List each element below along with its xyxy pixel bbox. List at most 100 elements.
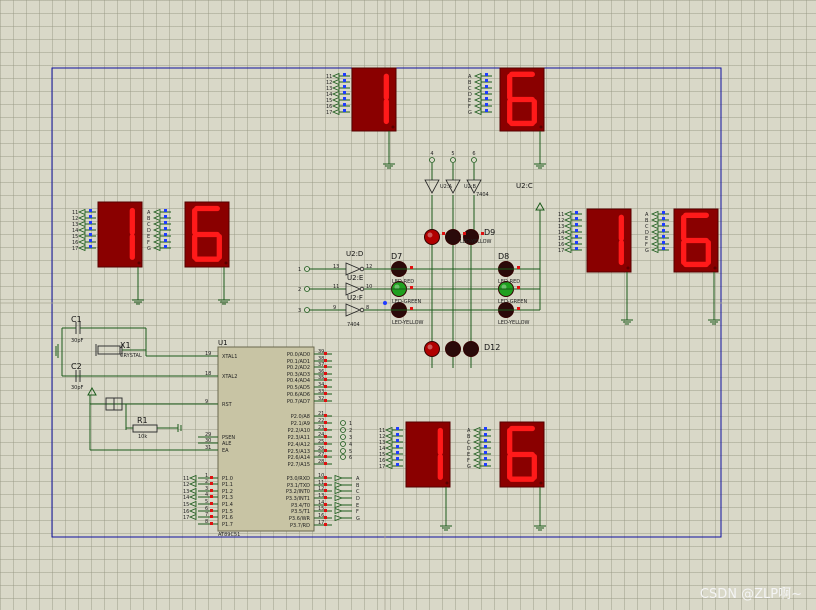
display-left-units-pins-terminal[interactable] xyxy=(152,208,161,216)
display-left-units-pins-terminal[interactable] xyxy=(152,226,161,234)
inverter-terminal[interactable] xyxy=(304,307,310,313)
top-terminal[interactable] xyxy=(429,157,435,163)
display-top-tens-pins-terminal[interactable] xyxy=(331,96,340,104)
led-d9-yellow[interactable] xyxy=(463,229,479,245)
led-d9-red[interactable] xyxy=(424,229,440,245)
p2-terminal[interactable] xyxy=(340,454,346,460)
p1-terminal[interactable] xyxy=(188,480,197,488)
display-top-units-pins-terminal[interactable] xyxy=(473,96,482,104)
display-top-tens-pins-terminal[interactable] xyxy=(331,102,340,110)
display-left-units-pins-terminal[interactable] xyxy=(152,214,161,222)
display-right-units-pins-terminal[interactable] xyxy=(650,246,659,254)
display-bottom-tens-pins-terminal[interactable] xyxy=(384,432,393,440)
display-right-units-pins-terminal[interactable] xyxy=(650,210,659,218)
display-bottom-tens-pins-terminal[interactable] xyxy=(384,450,393,458)
display-bottom-tens-pins-terminal[interactable] xyxy=(384,426,393,434)
display-left-tens-pins-terminal[interactable] xyxy=(77,226,86,234)
display-bottom-tens-pins-terminal[interactable] xyxy=(384,438,393,446)
display-top-units-pins-terminal[interactable] xyxy=(473,72,482,80)
display-bottom-units-pins-terminal[interactable] xyxy=(472,456,481,464)
display-left-tens-pins-terminal[interactable] xyxy=(77,220,86,228)
led-d12-yellow[interactable] xyxy=(463,341,479,357)
display-bottom-units-pins-terminal[interactable] xyxy=(472,450,481,458)
display-left-tens-pins-terminal[interactable] xyxy=(77,208,86,216)
p1-terminal[interactable] xyxy=(188,474,197,482)
display-left-tens-pins-terminal[interactable] xyxy=(77,238,86,246)
p2-terminal[interactable] xyxy=(340,420,346,426)
display-left-tens[interactable] xyxy=(97,201,143,268)
display-top-tens-pins-terminal[interactable] xyxy=(331,84,340,92)
display-top-tens-pins-terminal[interactable] xyxy=(331,108,340,116)
display-left-tens-pins-terminal[interactable] xyxy=(77,244,86,252)
display-bottom-units-pins-terminal[interactable] xyxy=(472,444,481,452)
display-right-tens-pins-terminal[interactable] xyxy=(563,234,572,242)
display-top-tens[interactable] xyxy=(351,67,397,132)
p1-terminal[interactable] xyxy=(188,513,197,521)
led-d12-red[interactable] xyxy=(424,341,440,357)
p3-terminal[interactable] xyxy=(334,487,344,495)
inverter-gate[interactable] xyxy=(466,179,482,194)
resistor-r1[interactable] xyxy=(132,424,158,433)
display-right-tens-pins-terminal[interactable] xyxy=(563,228,572,236)
display-bottom-units-pins-terminal[interactable] xyxy=(472,432,481,440)
inverter-gate[interactable] xyxy=(345,282,362,296)
inverter-gate[interactable] xyxy=(445,179,461,194)
p3-terminal[interactable] xyxy=(334,514,344,522)
p3-terminal[interactable] xyxy=(334,501,344,509)
p3-terminal[interactable] xyxy=(334,494,344,502)
p1-terminal[interactable] xyxy=(188,500,197,508)
p1-terminal[interactable] xyxy=(188,493,197,501)
inverter-terminal[interactable] xyxy=(304,266,310,272)
display-left-units-pins-terminal[interactable] xyxy=(152,220,161,228)
display-top-units-pins-terminal[interactable] xyxy=(473,90,482,98)
p2-terminal[interactable] xyxy=(340,448,346,454)
display-top-tens-pins-terminal[interactable] xyxy=(331,90,340,98)
p3-terminal[interactable] xyxy=(334,474,344,482)
display-right-tens-pins-terminal[interactable] xyxy=(563,240,572,248)
led-d12-green[interactable] xyxy=(445,341,461,357)
display-bottom-tens-pins-terminal[interactable] xyxy=(384,462,393,470)
inverter-terminal[interactable] xyxy=(304,286,310,292)
display-right-units-pins-terminal[interactable] xyxy=(650,228,659,236)
display-right-units-pins-terminal[interactable] xyxy=(650,234,659,242)
top-terminal[interactable] xyxy=(450,157,456,163)
display-left-units-pins-terminal[interactable] xyxy=(152,232,161,240)
p2-terminal[interactable] xyxy=(340,441,346,447)
p1-terminal[interactable] xyxy=(188,507,197,515)
display-bottom-units-pins-terminal[interactable] xyxy=(472,462,481,470)
display-bottom-tens-pins-terminal[interactable] xyxy=(384,444,393,452)
display-top-units-pins-terminal[interactable] xyxy=(473,78,482,86)
display-right-tens-pins-terminal[interactable] xyxy=(563,210,572,218)
display-top-units-pins-terminal[interactable] xyxy=(473,108,482,116)
mcu-u1[interactable] xyxy=(217,346,315,532)
display-right-units-pins-terminal[interactable] xyxy=(650,216,659,224)
inverter-gate[interactable] xyxy=(345,262,362,276)
display-right-tens-pins-terminal[interactable] xyxy=(563,222,572,230)
display-bottom-units-pins-terminal[interactable] xyxy=(472,438,481,446)
display-right-tens-pins-terminal[interactable] xyxy=(563,246,572,254)
led-d9-green[interactable] xyxy=(445,229,461,245)
display-top-units-pins-terminal[interactable] xyxy=(473,102,482,110)
p3-terminal[interactable] xyxy=(334,507,344,515)
p2-terminal[interactable] xyxy=(340,427,346,433)
display-right-units-pins-terminal[interactable] xyxy=(650,240,659,248)
display-bottom-tens[interactable] xyxy=(405,421,451,488)
p1-terminal[interactable] xyxy=(188,487,197,495)
display-left-tens-pins-terminal[interactable] xyxy=(77,214,86,222)
display-right-tens-pins-terminal[interactable] xyxy=(563,216,572,224)
p3-terminal[interactable] xyxy=(334,481,344,489)
display-left-units-pins-terminal[interactable] xyxy=(152,244,161,252)
display-top-units-pins-terminal[interactable] xyxy=(473,84,482,92)
display-bottom-units-pins-terminal[interactable] xyxy=(472,426,481,434)
display-left-tens-pins-terminal[interactable] xyxy=(77,232,86,240)
display-bottom-tens-pins-terminal[interactable] xyxy=(384,456,393,464)
p2-terminal[interactable] xyxy=(340,434,346,440)
display-right-tens[interactable] xyxy=(586,208,632,273)
display-top-tens-pins-terminal[interactable] xyxy=(331,78,340,86)
inverter-gate[interactable] xyxy=(424,179,440,194)
display-right-units-pins-terminal[interactable] xyxy=(650,222,659,230)
crystal-x1[interactable] xyxy=(97,345,121,355)
display-left-units-pins-terminal[interactable] xyxy=(152,238,161,246)
